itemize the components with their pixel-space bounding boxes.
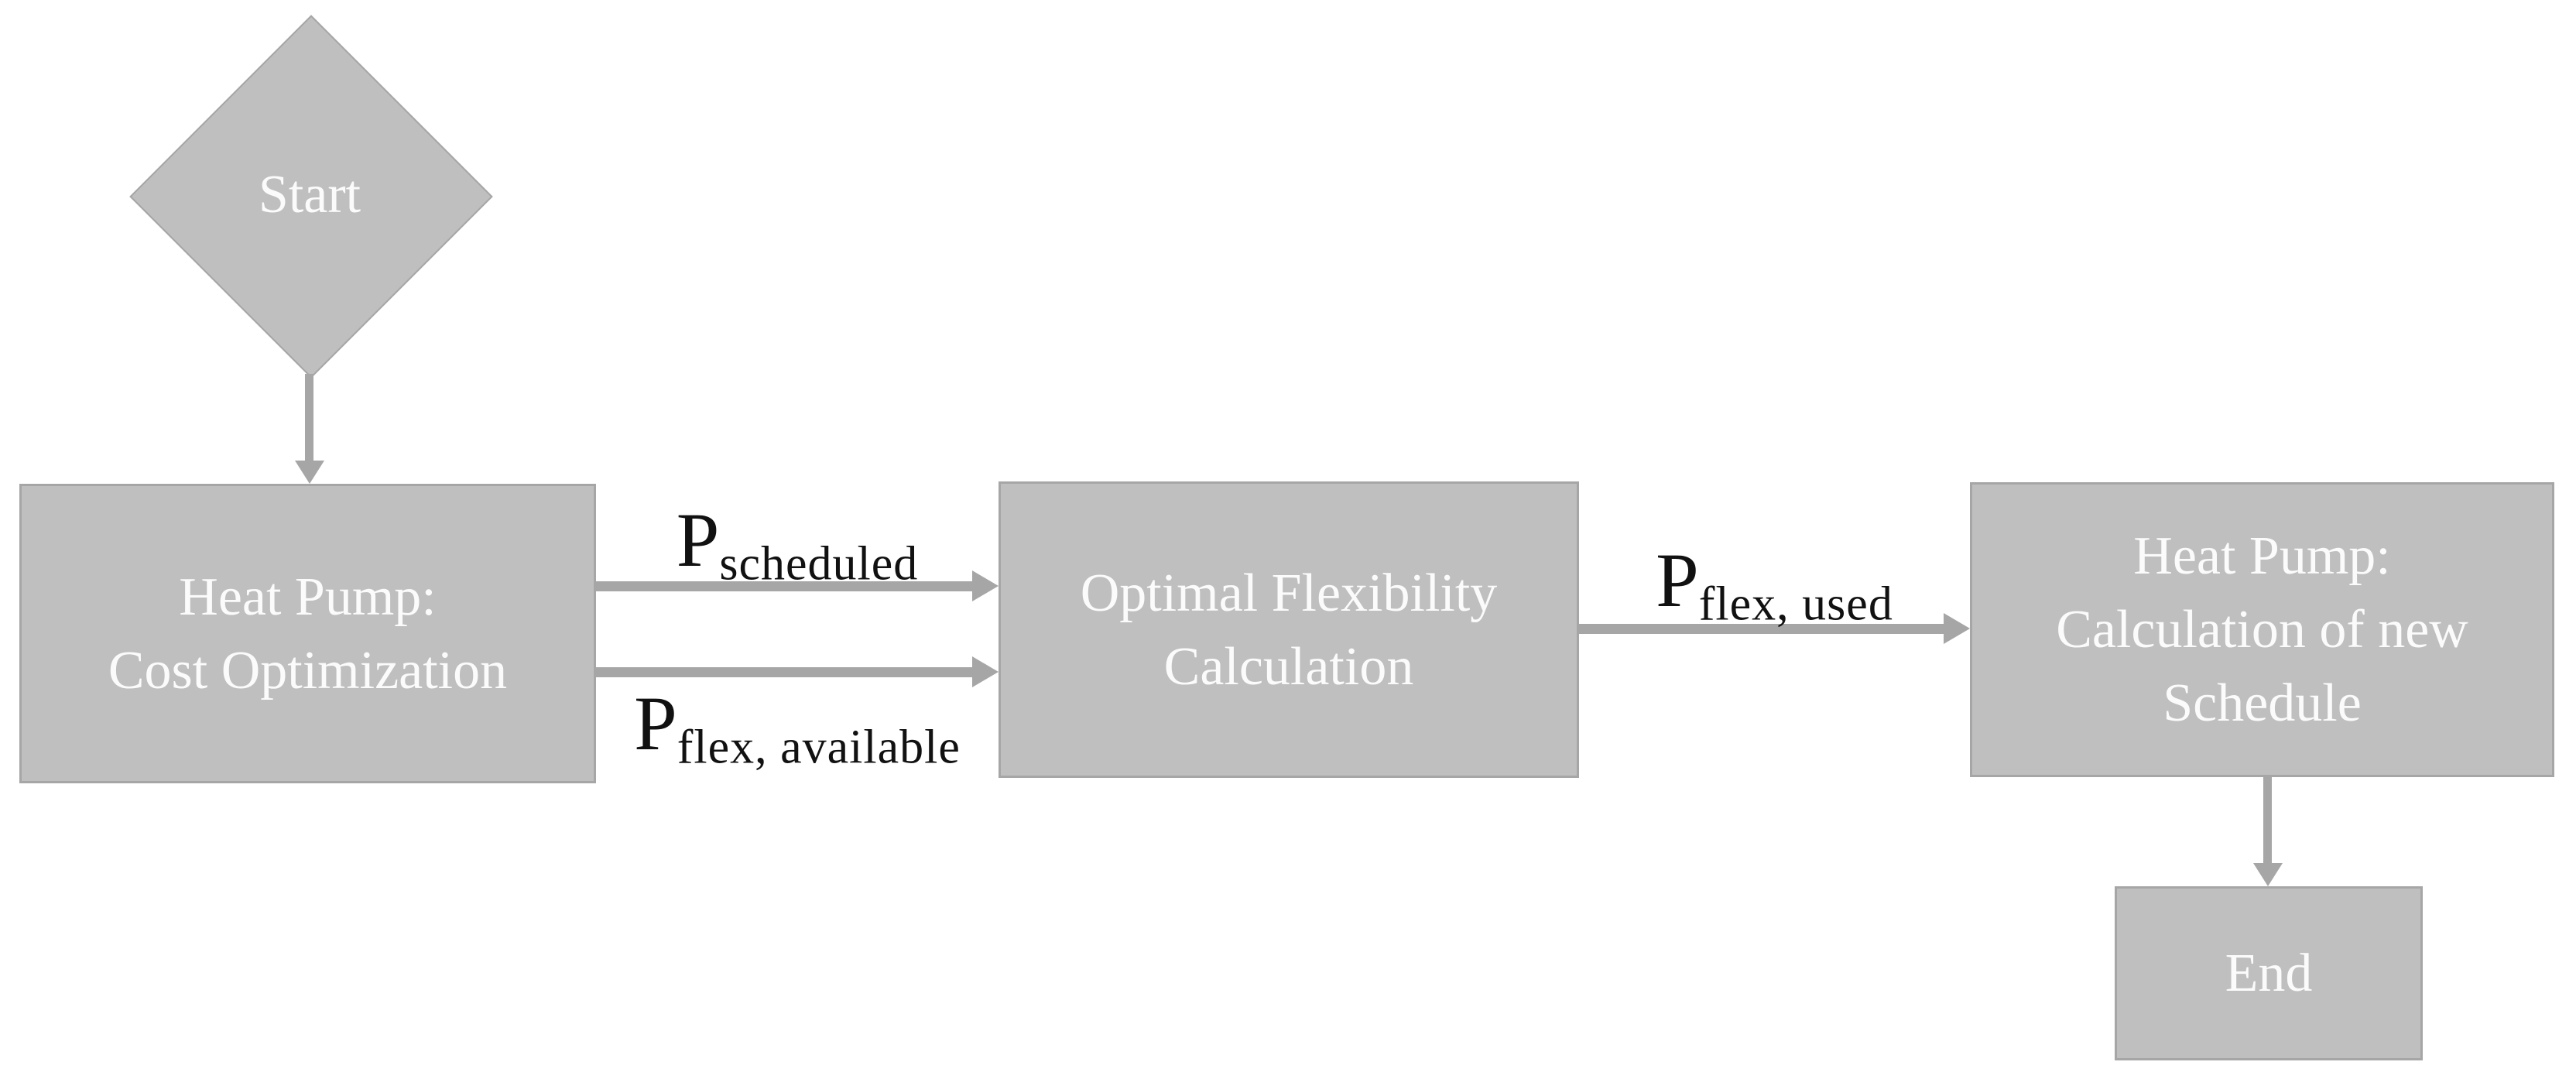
arrow-shaft <box>305 374 313 462</box>
arrow-shaft <box>2263 777 2272 865</box>
arrow-shaft <box>596 667 974 677</box>
node-new-schedule-line1: Heat Pump: <box>2133 526 2391 586</box>
node-new-schedule-line3: Schedule <box>2163 673 2362 733</box>
edge-label-flex-used: Pflex, used <box>1579 542 1970 642</box>
arrow-head-right-icon <box>1944 613 1970 644</box>
arrow-head-down-icon <box>295 461 324 484</box>
arrow-shaft <box>1579 624 1945 634</box>
node-flexibility-calculation-line2: Calculation <box>1163 636 1414 697</box>
node-cost-optimization: Heat Pump: Cost Optimization <box>19 484 596 783</box>
arrow-flex-available <box>596 655 999 689</box>
arrow-flex-used <box>1579 611 1970 646</box>
arrow-head-right-icon <box>972 570 999 601</box>
node-start-label: Start <box>258 165 361 224</box>
edge-label-scheduled: Pscheduled <box>596 502 999 602</box>
edge-label-flex-available: Pflex, available <box>596 685 999 786</box>
node-cost-optimization-line2: Cost Optimization <box>108 640 508 700</box>
arrow-scheduled <box>596 569 999 603</box>
node-new-schedule: Heat Pump: Calculation of new Schedule <box>1970 482 2554 777</box>
arrow-new-schedule-to-end <box>2251 777 2285 886</box>
edge-label-base: P <box>1656 537 1699 623</box>
node-new-schedule-line2: Calculation of new <box>2056 600 2468 659</box>
edge-label-subscript: flex, available <box>677 721 961 774</box>
arrow-head-right-icon <box>972 656 999 687</box>
edge-label-subscript: flex, used <box>1698 577 1893 631</box>
node-end: End <box>2115 886 2423 1060</box>
node-end-label: End <box>2225 944 2313 1003</box>
arrow-head-down-icon <box>2253 863 2283 886</box>
arrow-start-to-cost-optimization <box>293 374 327 484</box>
edge-label-base: P <box>634 680 677 766</box>
node-cost-optimization-line1: Heat Pump: <box>179 567 437 627</box>
node-flexibility-calculation-line1: Optimal Flexibility <box>1080 563 1498 623</box>
edge-label-base: P <box>676 497 720 583</box>
arrow-shaft <box>596 581 974 591</box>
node-flexibility-calculation: Optimal Flexibility Calculation <box>999 481 1579 778</box>
edge-label-subscript: scheduled <box>719 537 919 591</box>
